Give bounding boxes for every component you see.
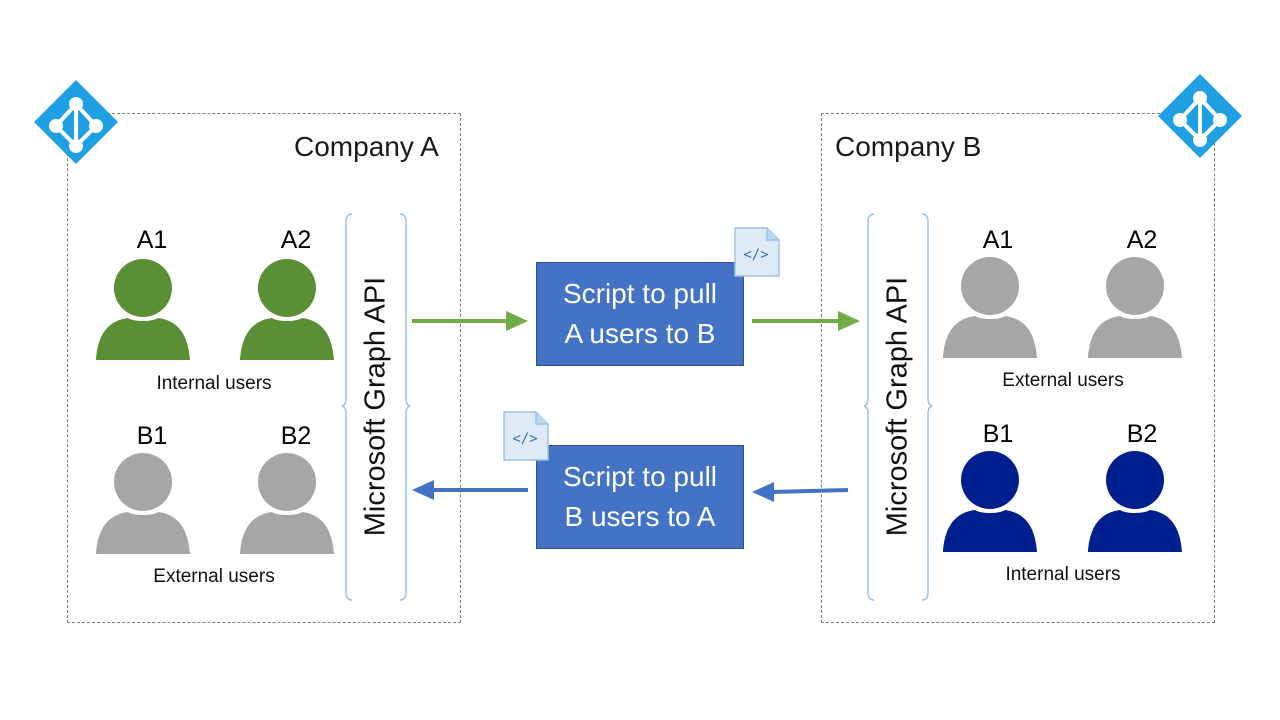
graph-api-label: Microsoft Graph API: [359, 276, 392, 537]
company-b-boundary: [821, 113, 1215, 623]
script-b-to-a-line1: Script to pull: [562, 461, 718, 492]
user-b1-label: B1: [982, 420, 1014, 448]
arrow-left: [752, 482, 849, 502]
arrow-right: [752, 311, 860, 331]
company-a-external-caption: External users: [153, 566, 275, 587]
arrow-left: [412, 480, 528, 500]
script-a-to-b-line2: A users to B: [564, 318, 716, 349]
user-a1-label: A1: [982, 226, 1014, 254]
script-b-to-a-line2: B users to A: [564, 501, 716, 532]
code-file-icon: </>: [734, 227, 780, 277]
azure-ad-icon: [34, 80, 118, 164]
user-b1-label: B1: [136, 422, 168, 450]
user-icon: [943, 257, 1037, 358]
graph-api-brace: [341, 213, 411, 601]
user-a2-label: A2: [280, 226, 312, 254]
script-a-to-b-line1: Script to pull: [562, 278, 718, 309]
user-a2-label: A2: [1126, 226, 1158, 254]
script-a-to-b[interactable]: Script to pull A users to B: [536, 262, 744, 366]
code-file-icon: </>: [503, 411, 549, 461]
code-icon-text: </>: [743, 247, 768, 263]
user-b2-label: B2: [280, 422, 312, 450]
code-icon-text: </>: [512, 431, 537, 447]
arrow-right: [412, 311, 528, 331]
company-b-title: Company B: [835, 131, 982, 162]
script-b-to-a[interactable]: Script to pull B users to A: [536, 445, 744, 549]
company-a-internal-caption: Internal users: [156, 373, 272, 394]
user-icon: [240, 259, 334, 360]
company-a-boundary: [67, 113, 461, 623]
user-icon: [943, 451, 1037, 552]
user-b2-label: B2: [1126, 420, 1158, 448]
graph-api-label: Microsoft Graph API: [881, 276, 914, 537]
company-a-title: Company A: [294, 131, 439, 162]
user-icon: [96, 259, 190, 360]
user-icon: [1088, 257, 1182, 358]
user-icon: [240, 453, 334, 554]
azure-ad-icon: [1158, 74, 1242, 158]
company-b-external-caption: External users: [1002, 370, 1124, 391]
user-icon: [1088, 451, 1182, 552]
graph-api-brace: [863, 213, 933, 601]
user-a1-label: A1: [136, 226, 168, 254]
company-b-internal-caption: Internal users: [1005, 564, 1121, 585]
user-icon: [96, 453, 190, 554]
